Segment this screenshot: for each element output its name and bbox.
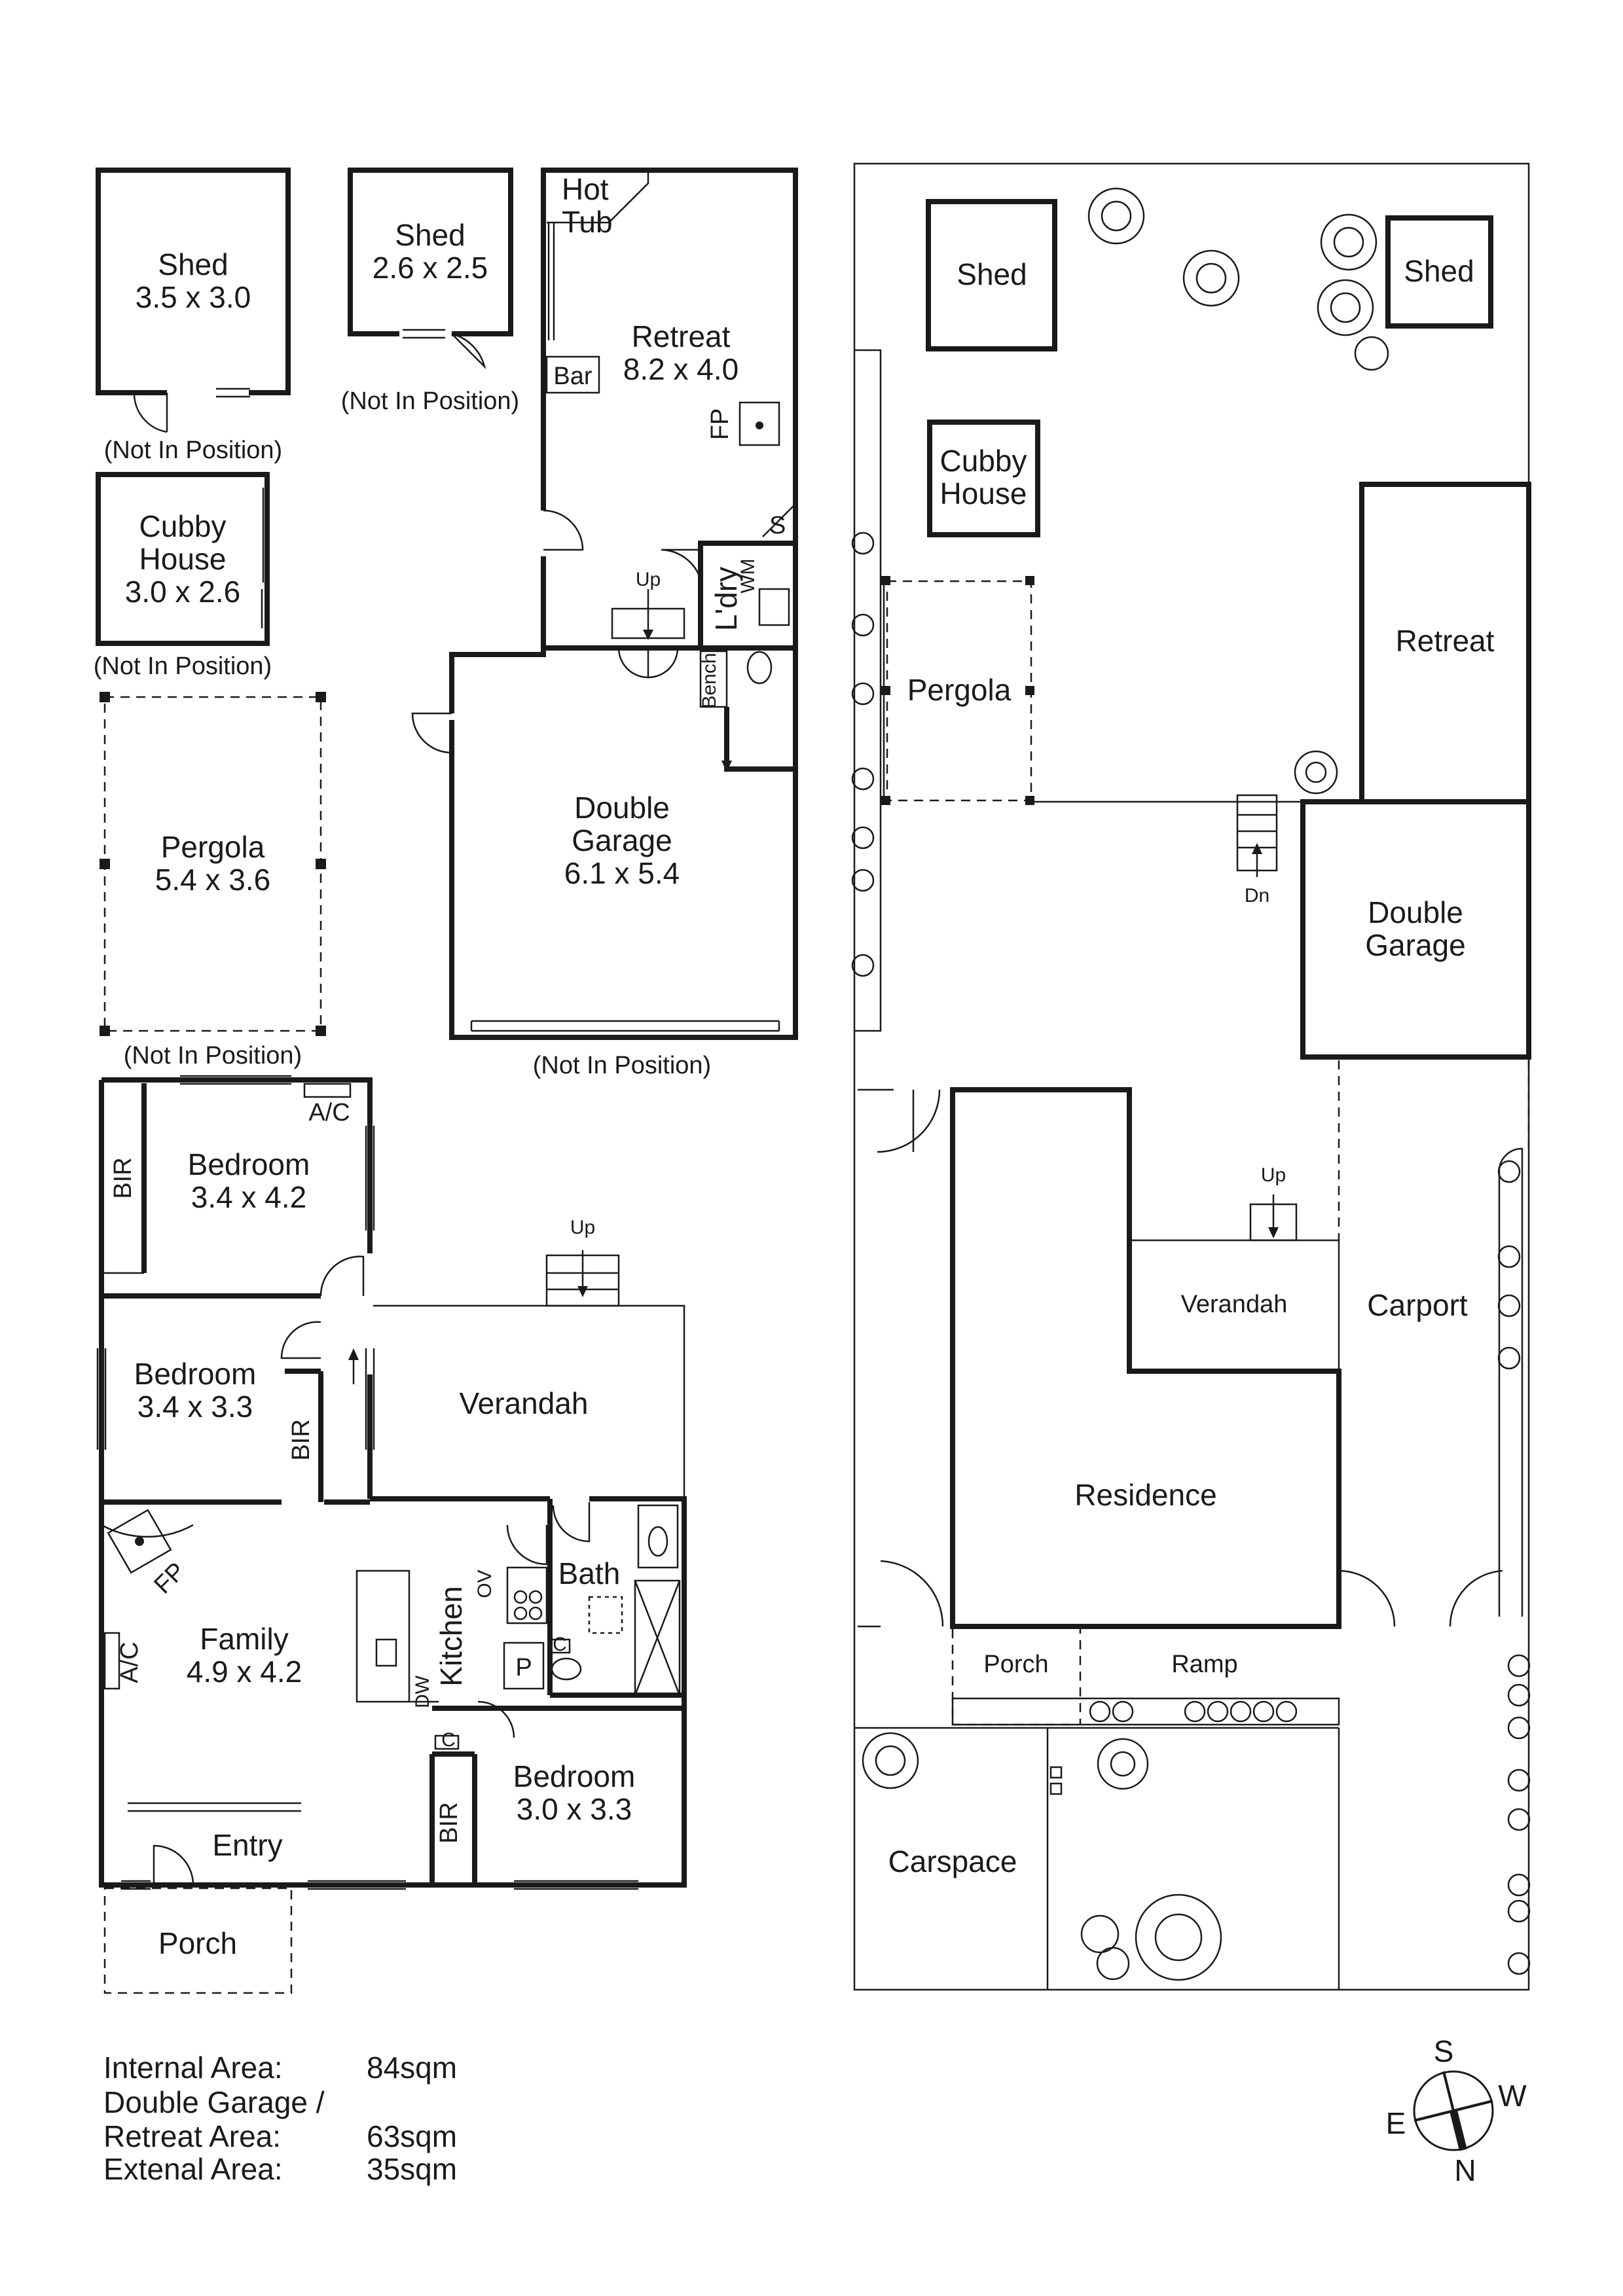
bedroom-3-c: C: [441, 1729, 456, 1751]
bedroom-2-size: 3.4 x 3.3: [137, 1390, 253, 1424]
site-residence: Residence: [1074, 1478, 1216, 1512]
site-shed-b: Shed: [1404, 254, 1474, 288]
site-cubby-1: Cubby: [940, 444, 1027, 478]
retreat-fp: FP: [706, 408, 734, 440]
family-name: Family: [200, 1622, 288, 1656]
pergola-left: Pergola 5.4 x 3.6 (Not In Position): [100, 692, 326, 1069]
retreat-name: Retreat: [632, 319, 731, 353]
hot-tub-name-1: Hot: [562, 172, 609, 206]
bedroom-2-bir: BIR: [287, 1419, 315, 1460]
bedroom-1-name: Bedroom: [188, 1147, 310, 1181]
garage-size: 6.1 x 5.4: [564, 856, 680, 890]
entry-name: Entry: [212, 1828, 282, 1862]
external-area-label: Extenal Area:: [103, 2152, 283, 2186]
retreat-size: 8.2 x 4.0: [623, 352, 739, 386]
site-carspace: Carspace: [888, 1844, 1017, 1878]
internal-area-label: Internal Area:: [103, 2051, 283, 2085]
kitchen-ov: OV: [474, 1570, 496, 1598]
cubby-house: Cubby House 3.0 x 2.6 (Not In Position): [94, 472, 272, 680]
site-porch: Porch: [983, 1651, 1048, 1678]
laundry-name: L'dry: [709, 567, 743, 631]
site-garage-2: Garage: [1365, 928, 1465, 962]
cubby-note: (Not In Position): [94, 653, 272, 680]
site-retreat: Retreat: [1396, 624, 1495, 658]
site-verandah: Verandah: [1181, 1291, 1288, 1318]
retreat-garage-building: Hot Tub Bar Retreat 8.2 x 4.0 FP Up S WM…: [411, 168, 798, 1079]
site-garage-1: Double: [1368, 895, 1463, 929]
bath-name: Bath: [558, 1556, 621, 1590]
garage-area-label-1: Double Garage /: [103, 2085, 325, 2119]
kitchen-dw: DW: [412, 1675, 433, 1708]
site-plan: Shed Shed Cubby House Pergola Retreat Do…: [851, 162, 1531, 1991]
laundry-bench: Bench: [699, 653, 720, 708]
internal-area-value: 84sqm: [367, 2051, 457, 2085]
compass-n: N: [1454, 2153, 1476, 2187]
porch-name: Porch: [158, 1926, 237, 1960]
shed-2: Shed 2.6 x 2.5 (Not In Position): [341, 168, 519, 415]
bedroom-1-ac: A/C: [308, 1099, 350, 1126]
shed-1: Shed 3.5 x 3.0 (Not In Position): [96, 168, 291, 464]
compass-s: S: [1434, 2034, 1454, 2068]
garage-note: (Not In Position): [533, 1052, 711, 1079]
site-shed-a: Shed: [957, 257, 1027, 291]
site-up: Up: [1261, 1164, 1286, 1186]
pergola-name: Pergola: [161, 830, 265, 864]
pergola-size: 5.4 x 3.6: [155, 863, 270, 897]
shed-2-name: Shed: [395, 218, 465, 252]
shed-2-note: (Not In Position): [341, 387, 519, 415]
laundry-wm: WM: [737, 558, 759, 593]
bedroom-3-bir: BIR: [435, 1802, 463, 1843]
bath-c: C: [553, 1634, 567, 1655]
garage-name-1: Double: [574, 791, 670, 825]
site-pergola: Pergola: [907, 673, 1012, 707]
family-fp: FP: [149, 1557, 191, 1599]
bath-p: P: [515, 1654, 532, 1681]
shed-1-name: Shed: [158, 247, 228, 281]
site-carport: Carport: [1367, 1288, 1468, 1322]
verandah-name: Verandah: [460, 1386, 589, 1420]
laundry-s: S: [769, 512, 786, 539]
bedroom-1-bir: BIR: [109, 1157, 137, 1198]
kitchen-name: Kitchen: [434, 1586, 468, 1686]
verandah-up: Up: [570, 1217, 595, 1238]
garage-name-2: Garage: [572, 823, 672, 857]
area-summary: Internal Area: 84sqm Double Garage / Ret…: [103, 2051, 457, 2186]
cubby-name-2: House: [139, 542, 227, 576]
bar-label: Bar: [553, 363, 592, 390]
cubby-size: 3.0 x 2.6: [125, 575, 240, 609]
shed-1-note: (Not In Position): [104, 437, 282, 464]
site-ramp: Ramp: [1171, 1651, 1237, 1678]
garage-area-value: 63sqm: [367, 2119, 457, 2153]
hot-tub-name-2: Tub: [562, 205, 613, 239]
site-dn: Dn: [1245, 885, 1269, 906]
site-cubby-2: House: [940, 476, 1027, 511]
shed-1-size: 3.5 x 3.0: [136, 280, 251, 314]
residence-left: A/C A/C FP OV Kitchen DW: [96, 1075, 687, 1994]
compass-w: W: [1498, 2079, 1527, 2113]
external-area-value: 35sqm: [367, 2152, 457, 2186]
site-trees: [851, 187, 1531, 1981]
family-ac: A/C: [116, 1641, 143, 1683]
bedroom-1-size: 3.4 x 4.2: [191, 1180, 306, 1214]
bedroom-3-name: Bedroom: [513, 1759, 636, 1793]
shed-2-size: 2.6 x 2.5: [373, 251, 488, 285]
compass-e: E: [1386, 2106, 1406, 2140]
pergola-note: (Not In Position): [124, 1042, 302, 1069]
compass-icon: S N E W: [1386, 2034, 1527, 2187]
family-size: 4.9 x 4.2: [187, 1655, 302, 1689]
cubby-name-1: Cubby: [139, 509, 227, 543]
bedroom-3-size: 3.0 x 3.3: [517, 1792, 632, 1826]
bedroom-2-name: Bedroom: [134, 1357, 257, 1391]
garage-area-label-2: Retreat Area:: [103, 2119, 281, 2153]
up-label-garage: Up: [636, 569, 661, 590]
